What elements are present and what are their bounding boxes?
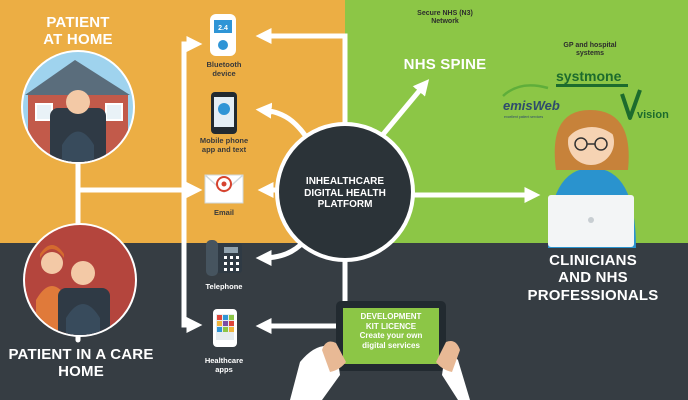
mobile-phone-label: Mobile phone app and text — [199, 136, 249, 154]
email-icon — [204, 174, 244, 204]
patient-home-illustration — [21, 50, 135, 164]
emis-logo — [502, 84, 549, 97]
tablet-illustration — [290, 301, 470, 400]
patient-care-home-heading: PATIENT IN A CARE HOME — [8, 346, 154, 381]
network-label: Secure NHS (N3) Network — [417, 10, 473, 26]
patient-at-home-heading: PATIENT AT HOME — [43, 14, 113, 49]
email-label: Email — [213, 208, 234, 217]
platform-title: INHEALTHCARE DIGITAL HEALTH PLATFORM — [304, 176, 386, 210]
telephone-label: Telephone — [205, 282, 243, 291]
healthcare-apps-label: Healthcare apps — [204, 356, 244, 374]
patient-care-home-illustration — [23, 223, 137, 337]
telephone-icon — [206, 240, 242, 276]
gp-systems-label: GP and hospital systems — [563, 42, 617, 58]
nhs-spine-heading: NHS SPINE — [403, 56, 487, 73]
vision-logo-text: vision — [637, 109, 669, 121]
clinician-illustration — [548, 110, 636, 248]
platform-circle — [275, 122, 415, 262]
bluetooth-device-label: Bluetooth device — [206, 60, 242, 78]
development-kit-text: DEVELOPMENT KIT LICENCE Create your own … — [359, 312, 423, 350]
emis-tagline: excellent patient services — [504, 115, 543, 119]
bluetooth-reading: 2.4 — [218, 25, 228, 32]
clinicians-heading: CLINICIANS AND NHS PROFESSIONALS — [527, 252, 659, 304]
mobile-phone-icon — [211, 92, 237, 134]
vision-logo — [620, 89, 642, 120]
systmone-logo: systmone — [556, 68, 622, 84]
healthcare-apps-icon — [213, 309, 237, 347]
systmone-underline — [556, 84, 628, 87]
bluetooth-device-icon — [210, 14, 236, 56]
emis-logo-text: emisWeb — [503, 98, 560, 113]
